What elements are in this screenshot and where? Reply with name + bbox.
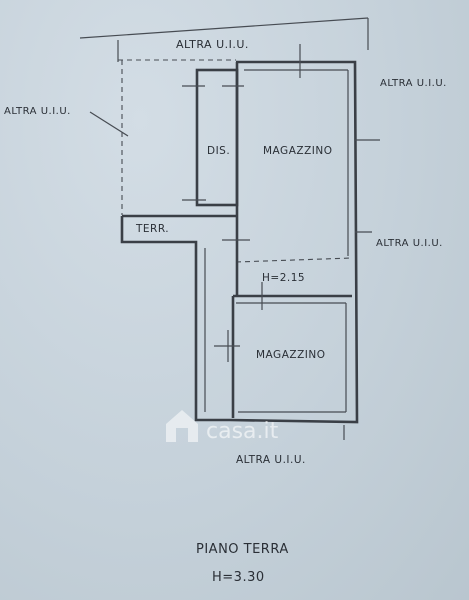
dis-room-walls [195,68,239,207]
casa-it-watermark: casa.it [166,410,279,444]
label-dis: DIS. [207,145,230,157]
label-altra-top: ALTRA U.I.U. [176,38,249,51]
footer-floor-name: PIANO TERRA [196,542,289,557]
label-magazzino-lower: MAGAZZINO [256,349,325,361]
label-terr: TERR. [135,223,169,235]
label-altra-bottom: ALTRA U.I.U. [236,454,306,466]
label-altra-right-mid: ALTRA U.I.U. [376,238,443,249]
outer-wall-right [229,60,359,424]
dashed-mezzanine-limit [235,257,353,263]
terrace-corridor-wall [120,216,230,422]
top-boundary-line [79,17,369,39]
label-altra-left: ALTRA U.I.U. [4,106,71,117]
house-icon [166,410,198,442]
footer-floor-height: H=3.30 [212,570,265,585]
watermark-text: casa.it [206,419,279,444]
label-magazzino-upper: MAGAZZINO [263,145,332,157]
label-altra-right-top: ALTRA U.I.U. [380,78,447,89]
leader-left-label [89,111,129,137]
label-height-mezzanine: H=2.15 [262,272,305,284]
